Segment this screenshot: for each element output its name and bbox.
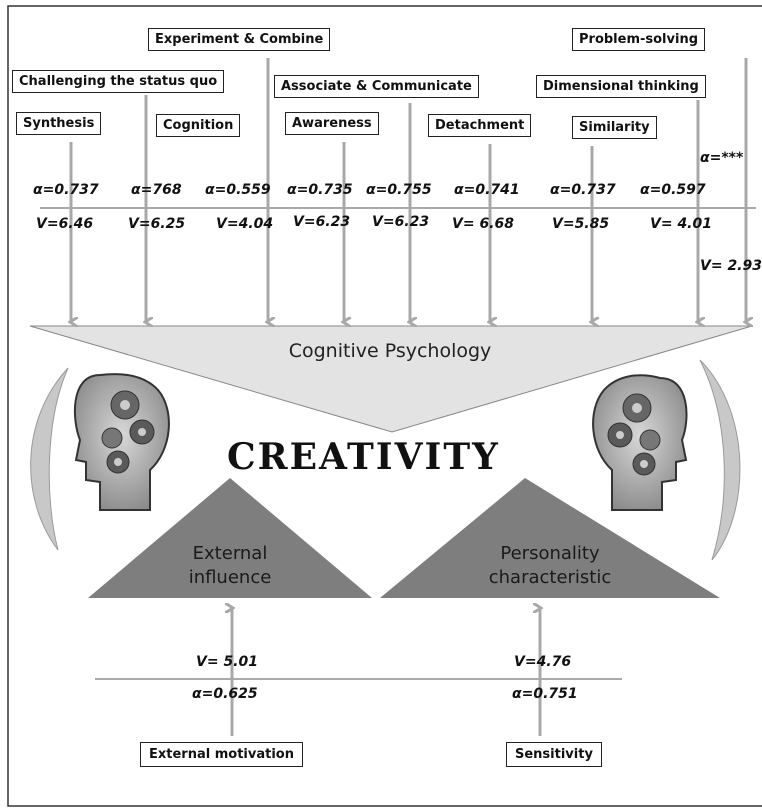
v-challenging: V=6.25 bbox=[128, 216, 186, 232]
personality-characteristic-triangle bbox=[380, 478, 720, 598]
right-head-gears-icon bbox=[592, 374, 688, 511]
right-crescent-decoration bbox=[699, 359, 741, 561]
left-crescent-decoration bbox=[30, 367, 69, 551]
external-influence-triangle bbox=[88, 478, 372, 598]
v-associate: V= 6.68 bbox=[452, 216, 514, 232]
alpha-cognition: α=0.559 bbox=[205, 182, 271, 198]
v-cognition: V=4.04 bbox=[216, 216, 274, 232]
personality-line2: characteristic bbox=[488, 567, 612, 588]
label-external-motivation: External motivation bbox=[140, 742, 303, 767]
label-synthesis: Synthesis bbox=[16, 112, 102, 135]
v-detachment: V=5.85 bbox=[552, 216, 610, 232]
alpha-synthesis: α=0.737 bbox=[33, 182, 99, 198]
label-similarity: Similarity bbox=[572, 116, 657, 139]
alpha-external-motivation: α=0.625 bbox=[192, 686, 258, 702]
personality-characteristic-label: Personality characteristic bbox=[460, 542, 640, 590]
creativity-title: CREATIVITY bbox=[227, 436, 500, 478]
label-dimensional-thinking: Dimensional thinking bbox=[536, 75, 706, 98]
external-influence-line2: influence bbox=[188, 567, 272, 588]
cognitive-psychology-funnel bbox=[29, 325, 753, 433]
alpha-detachment: α=0.737 bbox=[550, 182, 616, 198]
v-experiment: V=6.23 bbox=[293, 214, 351, 230]
v-dimensional: V= 2.93 bbox=[700, 258, 762, 274]
label-experiment-combine: Experiment & Combine bbox=[148, 28, 331, 51]
cognitive-psychology-label: Cognitive Psychology bbox=[288, 340, 492, 362]
label-sensitivity: Sensitivity bbox=[506, 742, 602, 767]
external-influence-label: External influence bbox=[150, 542, 310, 590]
v-sensitivity: V=4.76 bbox=[514, 654, 572, 670]
alpha-associate: α=0.741 bbox=[454, 182, 520, 198]
outer-frame bbox=[7, 5, 762, 807]
label-awareness: Awareness bbox=[285, 112, 379, 135]
v-similarity: V= 4.01 bbox=[650, 216, 712, 232]
alpha-similarity: α=0.597 bbox=[640, 182, 706, 198]
alpha-challenging: α=768 bbox=[131, 182, 182, 198]
label-detachment: Detachment bbox=[428, 114, 532, 137]
v-synthesis: V=6.46 bbox=[36, 216, 94, 232]
label-problem-solving: Problem-solving bbox=[572, 28, 706, 51]
personality-line1: Personality bbox=[500, 543, 600, 564]
label-challenging-status-quo: Challenging the status quo bbox=[12, 70, 225, 93]
left-head-gears-icon bbox=[73, 373, 170, 511]
label-cognition: Cognition bbox=[156, 114, 241, 137]
external-influence-line1: External bbox=[192, 543, 268, 564]
alpha-dimensional: α=*** bbox=[700, 150, 744, 166]
v-awareness: V=6.23 bbox=[372, 214, 430, 230]
v-external-motivation: V= 5.01 bbox=[196, 654, 258, 670]
cognitive-arrows bbox=[71, 58, 746, 322]
alpha-awareness: α=0.755 bbox=[366, 182, 432, 198]
alpha-experiment: α=0.735 bbox=[287, 182, 353, 198]
alpha-sensitivity: α=0.751 bbox=[512, 686, 578, 702]
label-associate-communicate: Associate & Communicate bbox=[274, 75, 479, 98]
